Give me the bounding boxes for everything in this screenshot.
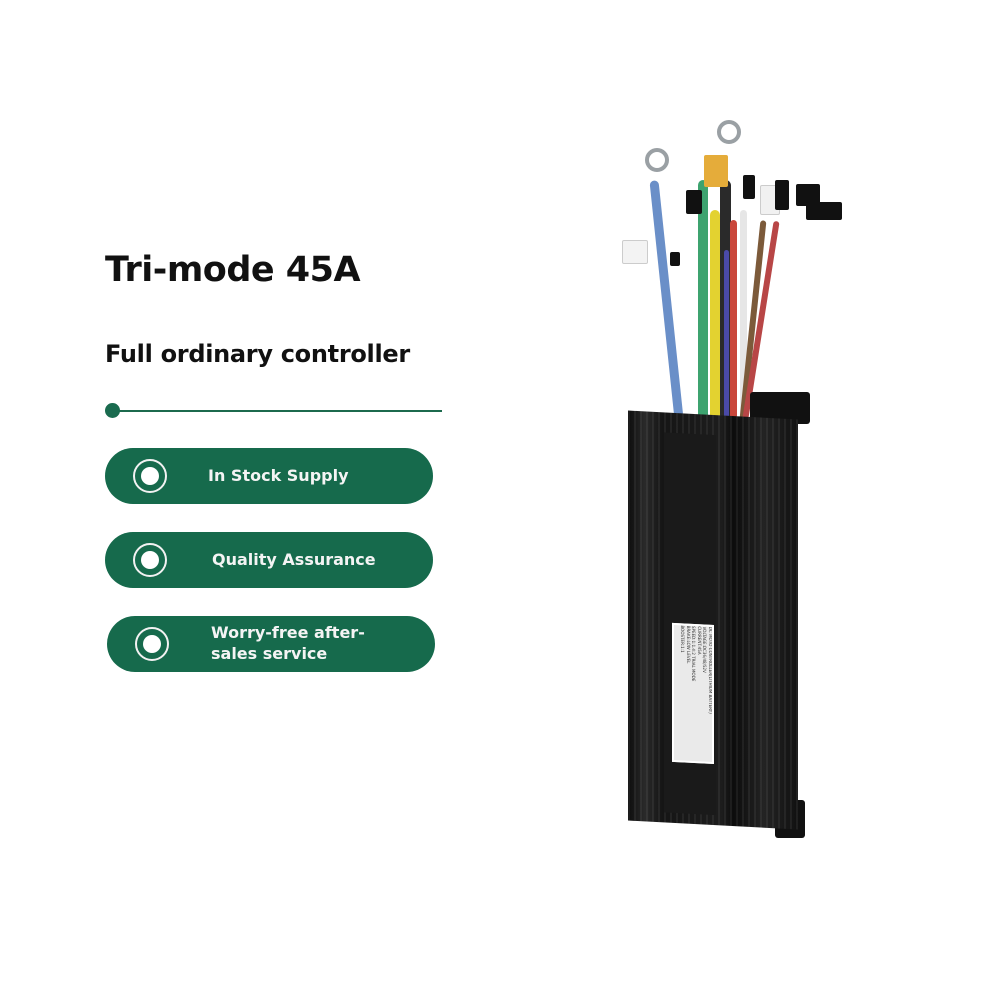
headline-subtitle: Full ordinary controller [105,340,410,368]
ring-terminal-icon [717,120,741,144]
connector-icon [743,175,755,199]
radio-ring-icon [133,459,167,493]
wire-purple [724,250,729,420]
spec-label-line: CURRENT:45A [696,626,701,655]
wire-white [740,210,747,420]
wire-yellow [710,210,720,420]
radio-ring-icon [133,543,167,577]
feature-label: Quality Assurance [212,550,376,569]
wire-green [698,180,708,420]
radio-ring-icon [135,627,169,661]
connector-icon [775,180,789,210]
spec-label-line: BOOSTER:1:1 [679,625,685,653]
spec-label-line: DC MOTO CONTROLLER(LITHIUM BATTERY) [707,626,712,714]
divider-dot-icon [105,403,120,418]
feature-badge-after-sales: Worry-free after-sales service [107,616,435,672]
spec-label-line: SPEED:1:1.4:2 TRIAL MODE [690,625,696,682]
feature-badge-quality: Quality Assurance [105,532,433,588]
connector-icon [670,252,680,266]
connector-icon [796,184,820,206]
controller-housing: DC MOTO CONTROLLER(LITHIUM BATTERY) VOLT… [628,410,798,830]
white-connector-icon [622,240,648,264]
spec-label: DC MOTO CONTROLLER(LITHIUM BATTERY) VOLT… [672,622,714,765]
product-image-controller: DC MOTO CONTROLLER(LITHIUM BATTERY) VOLT… [600,110,860,840]
xt-connector-icon [704,155,728,187]
connector-icon [686,190,702,214]
headline-title: Tri-mode 45A [105,250,361,290]
feature-label: Worry-free after-sales service [211,623,365,663]
feature-badge-in-stock: In Stock Supply [105,448,433,504]
wire-blue [649,180,684,420]
divider-line [106,410,442,412]
feature-label: In Stock Supply [208,466,349,485]
wire-red [730,220,737,420]
ring-terminal-icon [645,148,669,172]
spec-label-line: BRAKE:LOW LEVEL [685,625,690,664]
connector-icon [806,202,842,220]
